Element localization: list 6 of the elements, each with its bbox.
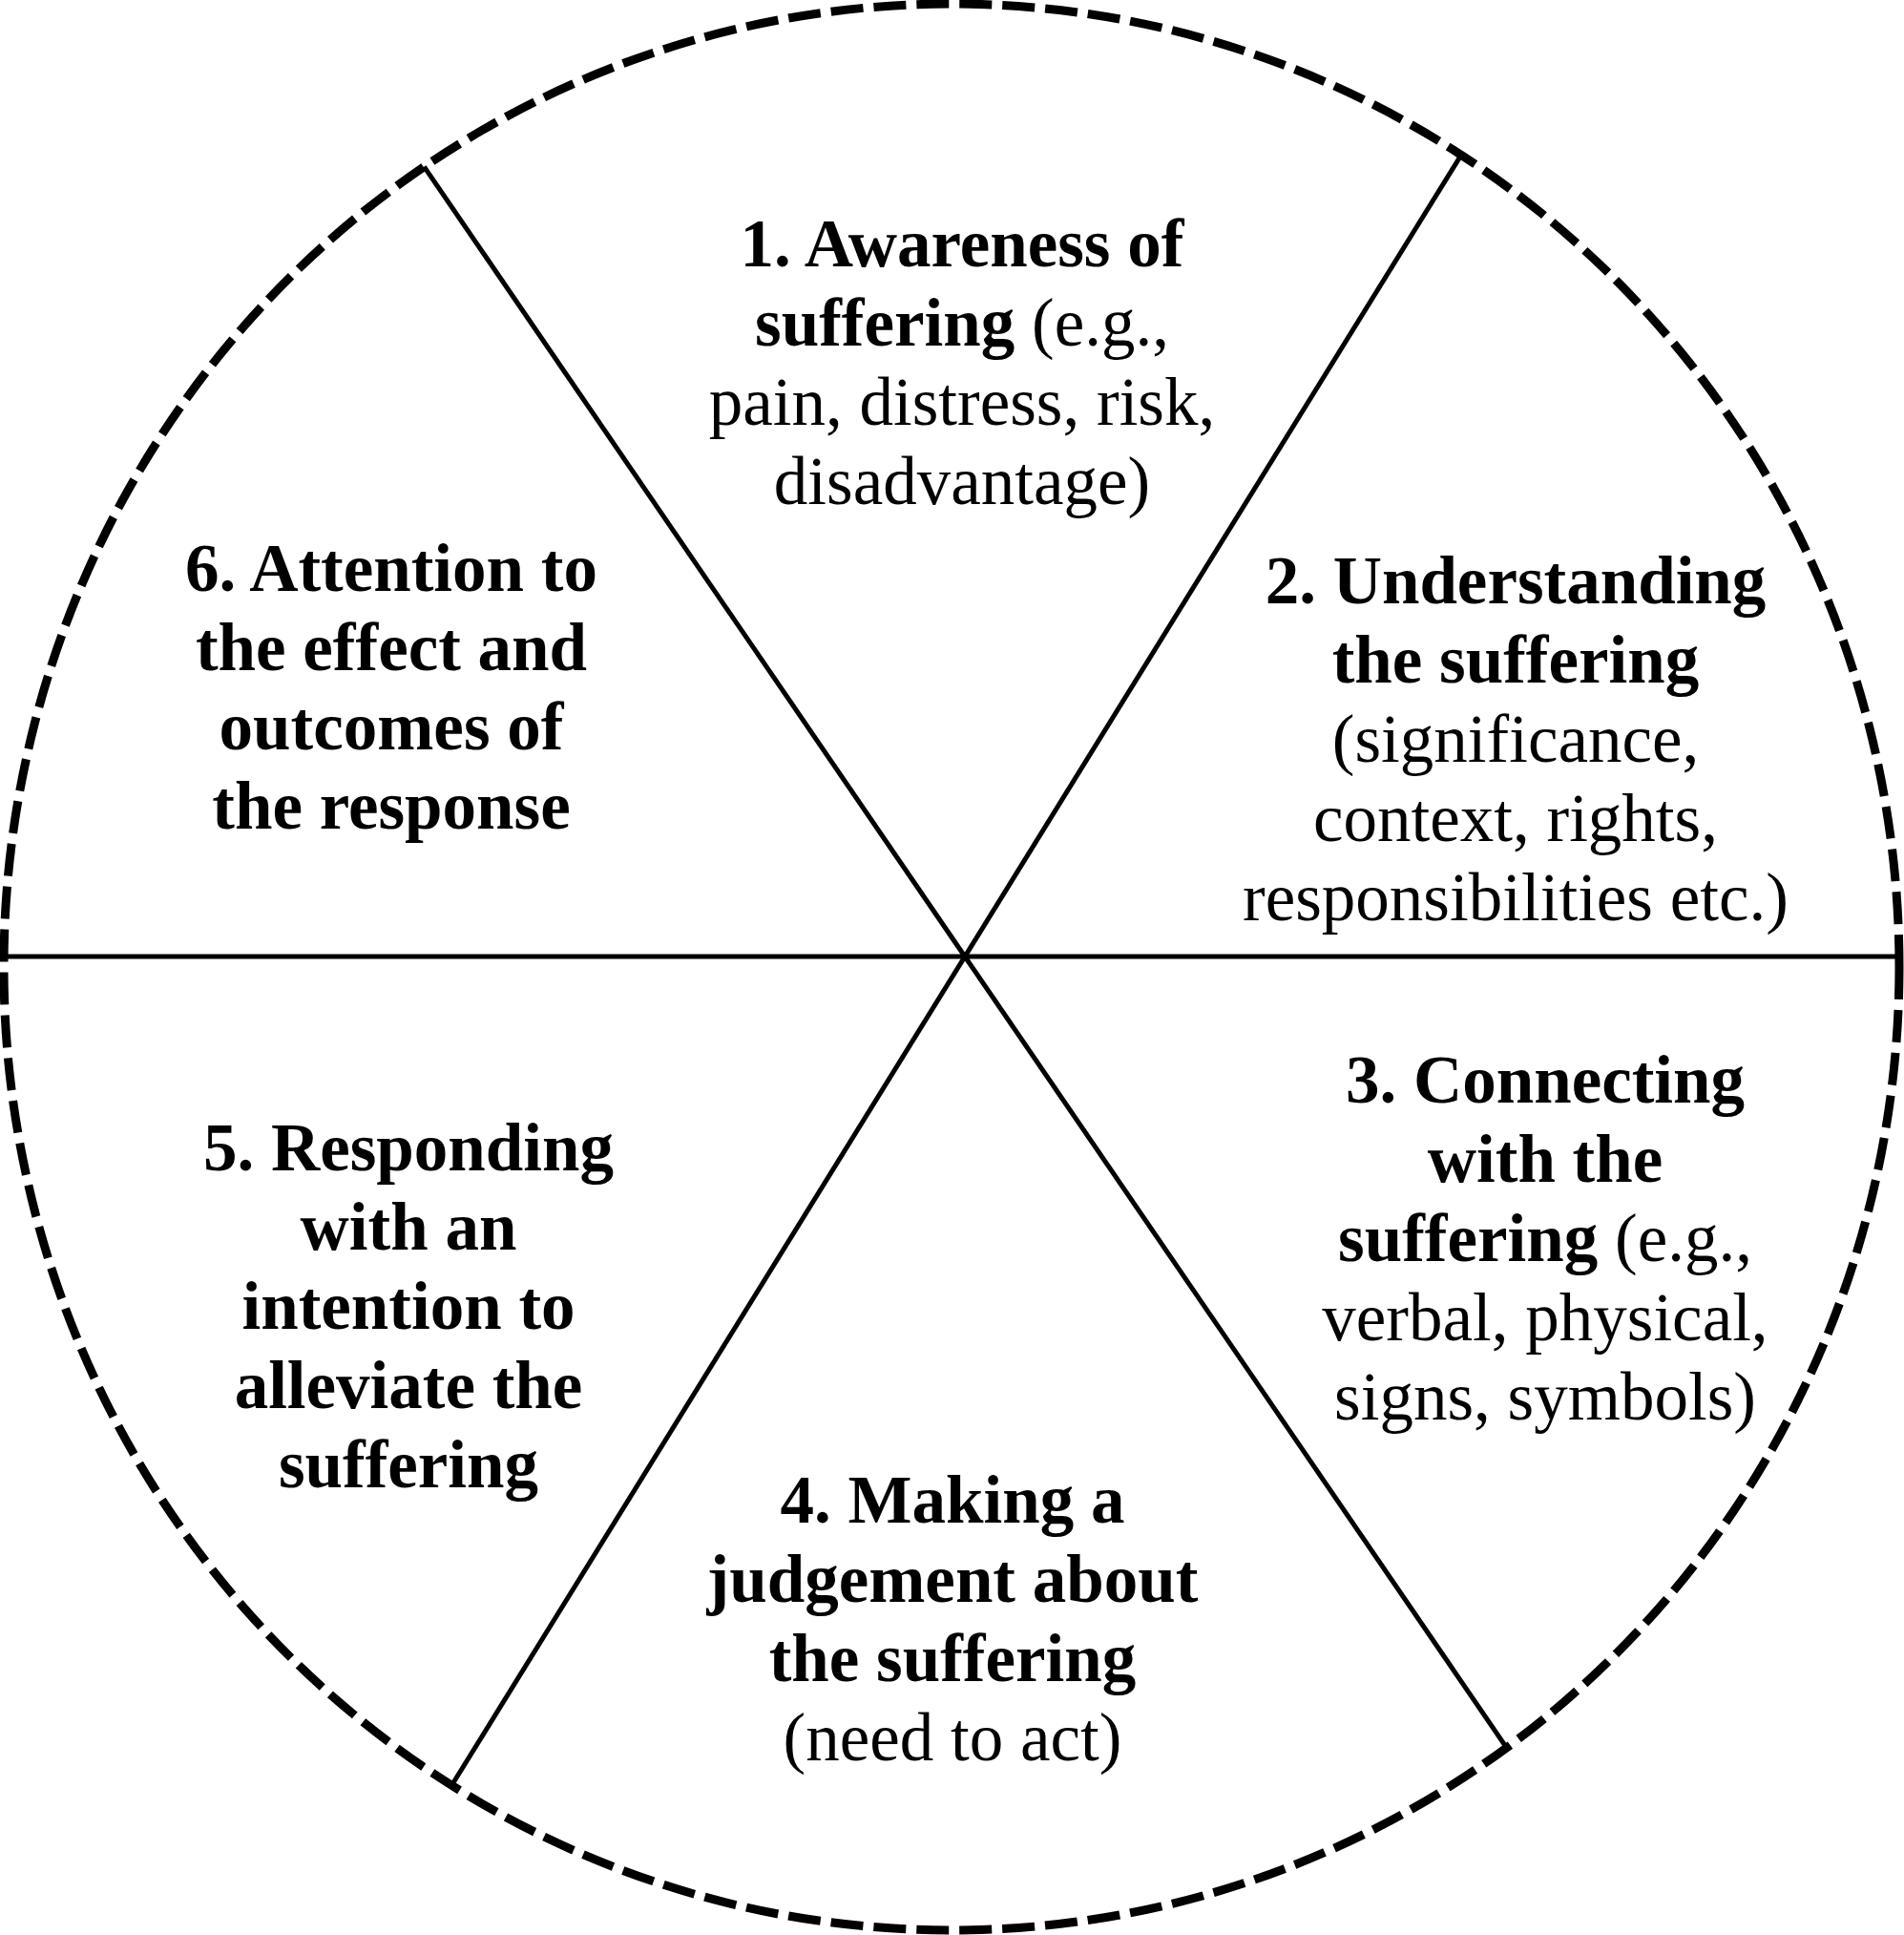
sector-label: 2. Understanding the suffering (significance, context, rights, responsibilities etc.) xyxy=(1229,541,1802,937)
sector-label: 1. Awareness of suffering (e.g., pain, distress, risk, disadvantage) xyxy=(695,204,1229,521)
sector-label: 5. Responding with an intention to alleviate the suffering xyxy=(184,1108,633,1504)
sector-label: 3. Connecting with the suffering (e.g., verbal, physical, signs, symbols) xyxy=(1307,1041,1784,1437)
sector-label: 4. Making a judgement about the suffering (need to act) xyxy=(695,1461,1210,1777)
sector-label: 6. Attention to the effect and outcomes of the response xyxy=(174,529,609,846)
